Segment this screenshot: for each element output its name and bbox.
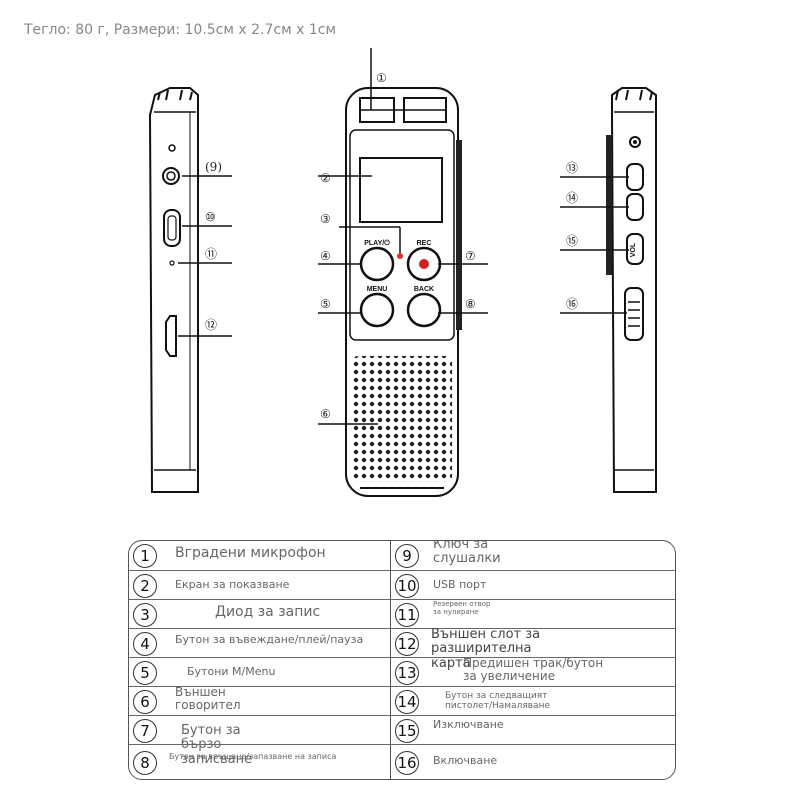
usb-port-icon [163,209,181,247]
legend-number: 14 [395,690,419,714]
legend-item-7: 7 Бутон за бързо записване [129,716,390,766]
legend-number: 13 [395,661,419,685]
legend-row: 6 Външен говорител 14 Бутон за следващия… [129,685,675,716]
legend-number: 1 [133,544,157,568]
callout-16: ⑯ [566,297,578,311]
callout-10: ⑩ [205,210,216,224]
legend-item-1: 1 Вградени микрофон [129,541,390,570]
legend-item-8: 8 Бутон за връщане/запазване на записа [129,745,390,775]
callout-11: ⑪ [205,247,217,261]
legend-text: Външен говорител [175,685,241,713]
power-switch[interactable] [624,287,644,341]
legend-number: 3 [133,603,157,627]
legend-number: 2 [133,574,157,598]
callout-9: (9) [205,160,222,174]
legend-text: Изключване [433,718,504,731]
legend-text: Бутони M/Menu [187,665,276,678]
legend-number: 6 [133,690,157,714]
callout-7: ⑦ [465,249,476,263]
legend-item-3: 3 Диод за запис [129,600,390,629]
callout-14: ⑭ [566,191,578,205]
play-button[interactable]: PLAY/⏻ [359,239,395,282]
legend-number: 11 [395,603,419,627]
reset-hole-icon [169,260,175,266]
menu-button-label: MENU [367,286,388,293]
legend-item-6: 6 Външен говорител [129,685,390,716]
legend-text: Бутон за бързо записване [181,723,253,767]
legend-row: 1 Вградени микрофон 9 Ключ за слушалки [129,541,675,570]
caption: Тегло: 80 г, Размери: 10.5см x 2.7см x 1… [24,22,337,38]
screen [359,157,443,223]
callout-2: ② [320,171,331,185]
legend-item-15: 15 Изключване [391,716,675,745]
legend-number: 12 [395,632,419,656]
legend-text: Външен слот за разширителна карта [431,627,541,671]
legend-item-11: 11 Резервен отвор за нулиране [391,600,675,629]
legend-item-9: 9 Ключ за слушалки [391,541,675,570]
legend-item-16: 16 Включване [391,745,675,775]
legend-text: Ключ за слушалки [433,540,501,567]
legend-item-13: 13 Предишен трак/бутон за увеличение [391,656,675,687]
callout-13: ⑬ [566,161,578,175]
legend-number: 15 [395,719,419,743]
callout-12: ⑫ [205,318,217,332]
legend-text: Включване [433,754,498,767]
legend-row: 8 Бутон за връщане/запазване на записа 1… [129,744,675,779]
left-side-view: (9) ⑩ ⑪ ⑫ [148,87,232,493]
legend-text: USB порт [433,578,487,591]
legend-item-12: 12 Външен слот за разширителна карта [391,627,675,670]
rec-button-label: REC [417,240,432,247]
legend-number: 9 [395,544,419,568]
microphone-grille [359,97,447,123]
legend-item-2: 2 Екран за показване [129,571,390,600]
legend-number: 10 [395,574,419,598]
speaker-grille [352,356,452,482]
menu-button[interactable]: MENU [359,286,395,328]
callout-4: ④ [320,249,331,263]
callout-8: ⑧ [465,297,476,311]
back-button-label: BACK [414,286,434,293]
front-view: PLAY/⏻ REC MENU BACK ① ② ③ ④ ⑤ ⑥ ⑦ [318,48,488,497]
play-button-label: PLAY/⏻ [364,239,390,247]
legend-row: 3 Диод за запис 11 Резервен отвор за нул… [129,599,675,629]
legend-text: Бутон за връщане/запазване на записа [169,752,337,761]
callout-3: ③ [320,212,331,226]
legend-text: Предишен трак/бутон за увеличение [463,656,604,684]
legend-text: Вградени микрофон [175,545,326,561]
legend-table: 1 Вградени микрофон 9 Ключ за слушалки 2… [128,540,676,780]
device-diagram: (9) ⑩ ⑪ ⑫ PLAY/⏻ REC MENU BA [148,48,657,497]
legend-text: Резервен отвор за нулиране [433,600,491,616]
legend-number: 8 [133,751,157,775]
legend-text: Екран за показване [175,578,290,591]
callout-5: ⑤ [320,297,331,311]
headphone-jack-icon [162,167,180,185]
legend-item-5: 5 Бутони M/Menu [129,658,390,687]
legend-row: 7 Бутон за бързо записване 15 Изключване [129,715,675,766]
legend-number: 16 [395,751,419,775]
record-dot-icon [419,259,429,269]
legend-row: 4 Бутон за въвеждане/плей/пауза 12 Външе… [129,627,675,670]
callout-1: ① [376,71,387,85]
legend-item-4: 4 Бутон за въвеждане/плей/пауза [129,629,390,658]
legend-text: Бутон за следващият пистолет/Намаляване [445,691,550,711]
legend-row: 2 Екран за показване 10 USB порт [129,570,675,600]
legend-item-10: 10 USB порт [391,571,675,600]
legend-row: 5 Бутони M/Menu 13 Предишен трак/бутон з… [129,656,675,687]
right-side-view: VOL ⑬ ⑭ ⑮ ⑯ [560,87,657,493]
callout-6: ⑥ [320,407,331,421]
vol-button-label: VOL [630,242,637,257]
record-led [397,253,403,259]
legend-number: 4 [133,632,157,656]
back-button[interactable]: BACK [406,286,442,328]
legend-number: 7 [133,719,157,743]
legend-text: Бутон за въвеждане/плей/пауза [175,633,364,646]
legend-number: 5 [133,661,157,685]
callout-15: ⑮ [566,234,578,248]
legend-text: Диод за запис [215,604,321,620]
vol-button[interactable] [626,233,644,265]
card-slot-icon [165,315,177,357]
legend-item-14: 14 Бутон за следващият пистолет/Намалява… [391,687,675,716]
legend-divider [390,541,391,779]
